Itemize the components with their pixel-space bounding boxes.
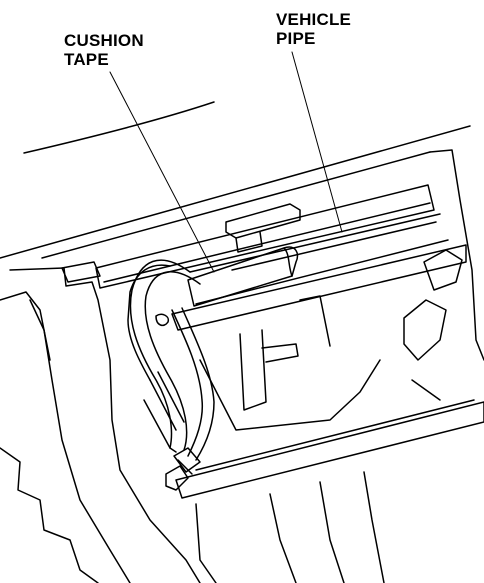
cushion-tape-label-line1: CUSHION [64,31,144,50]
vehicle-pipe-label-line2: PIPE [276,29,316,48]
drain-hose-inner [182,308,214,460]
hose-inner [145,272,200,450]
housing-top-edge [0,126,470,258]
upper-frame [96,185,434,288]
upper-frame-inner-line [104,203,430,282]
hose-clip [156,314,168,325]
center-panel [240,330,266,410]
right-cutout-top [424,250,462,290]
pipe-bracket-tab [236,232,262,252]
bottom-leg-right [364,472,384,583]
vehicle-pipe [190,214,448,304]
hose-fitting [174,448,200,472]
left-panel-edge [0,292,50,360]
bottom-frame [176,402,484,498]
vehicle-pipe-leader [292,52,342,232]
cushion-tape-leader [110,72,214,272]
left-housing-wall [10,268,200,583]
cushion-tape-label: CUSHION TAPE [64,31,144,69]
vehicle-pipe-label: VEHICLE PIPE [276,10,351,48]
bottom-frame-inner [196,400,474,470]
hose-fitting-ring [178,460,192,474]
vehicle-pipe-label-line1: VEHICLE [276,10,352,29]
lower-rail [172,245,466,330]
right-cutout [404,300,446,360]
hose-fitting-nut [166,466,188,490]
wire-harness [144,372,184,448]
hose-outer [130,260,190,452]
vehicle-pipe-highlight [232,222,436,270]
drain-hose [172,310,202,456]
right-lower-wall [300,296,440,400]
lower-cavity [200,360,380,430]
left-corner-tab [62,262,100,282]
left-bottom-jagged-edge [0,448,98,583]
housing-top-edge-inner [42,152,430,258]
hose-second [128,265,170,380]
right-side-panel [430,150,484,360]
cushion-tape-label-line2: TAPE [64,50,109,69]
cushion-tape-fold [284,248,292,276]
bottom-leg-left [196,504,216,583]
pipe-bracket [226,204,300,238]
bottom-leg-center [270,482,344,583]
dashboard-edge-curve [24,102,214,153]
cushion-tape [188,247,298,306]
center-panel-lip [262,344,298,362]
